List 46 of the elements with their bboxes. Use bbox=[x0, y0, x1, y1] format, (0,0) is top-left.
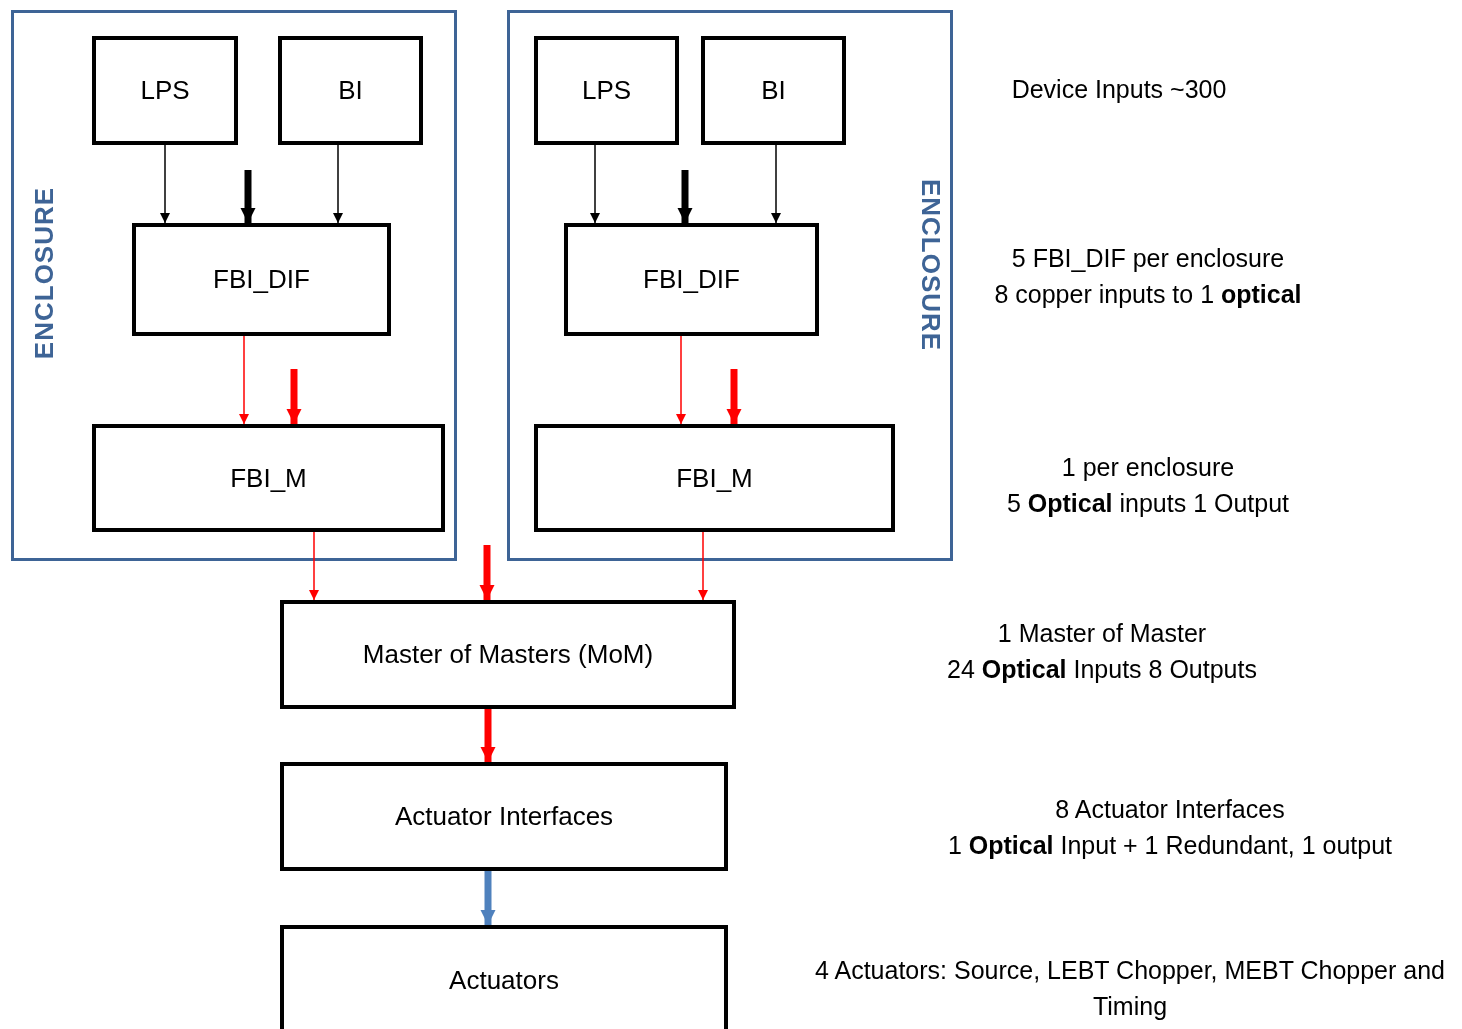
process-box bbox=[564, 223, 819, 336]
arrow bbox=[770, 144, 782, 224]
process-box bbox=[534, 424, 895, 532]
enclosure-frame bbox=[11, 10, 457, 561]
annotation-text: 1 Master of Master bbox=[997, 618, 1207, 648]
arrow bbox=[589, 144, 601, 224]
process-box bbox=[701, 36, 846, 145]
box-label: FBI_DIF bbox=[213, 264, 310, 295]
annotation-text: 5 Optical inputs 1 Output bbox=[1006, 488, 1290, 518]
arrow bbox=[238, 335, 250, 425]
process-box bbox=[278, 36, 423, 145]
process-box bbox=[280, 925, 728, 1029]
enclosure-frame bbox=[507, 10, 953, 561]
box-label: Actuator Interfaces bbox=[394, 801, 614, 832]
annotation-text: 4 Actuators: Source, LEBT Chopper, MEBT Chopper and Timing bbox=[814, 955, 1446, 1022]
arrow bbox=[159, 144, 171, 224]
box-label: Actuators bbox=[449, 964, 559, 996]
annotation-text: 8 copper inputs to 1 optical bbox=[994, 279, 1302, 309]
arrow bbox=[675, 335, 687, 425]
process-box bbox=[534, 36, 679, 145]
annotation-text: 1 Optical Input + 1 Redundant, 1 output bbox=[947, 830, 1393, 860]
box-label: FBI_M bbox=[230, 462, 307, 494]
box-label: FBI_M bbox=[676, 462, 753, 494]
process-box bbox=[132, 223, 391, 336]
annotation-text: 24 Optical Inputs 8 Outputs bbox=[947, 654, 1257, 684]
process-box bbox=[92, 424, 445, 532]
annotation-text: 1 per enclosure bbox=[1061, 452, 1235, 482]
process-box bbox=[92, 36, 238, 145]
box-label: LPS bbox=[140, 75, 190, 106]
annotation-text: 5 FBI_DIF per enclosure bbox=[1011, 243, 1285, 273]
arrow bbox=[697, 531, 709, 601]
annotation-text: 8 Actuator Interfaces bbox=[1055, 794, 1285, 824]
arrow bbox=[308, 531, 320, 601]
box-label: FBI_DIF bbox=[643, 264, 740, 295]
annotation-text: Device Inputs ~300 bbox=[1011, 74, 1227, 104]
box-label: Master of Masters (MoM) bbox=[362, 639, 654, 670]
process-box bbox=[280, 600, 736, 709]
arrow bbox=[332, 144, 344, 224]
arrow bbox=[480, 871, 496, 925]
enclosure-label: ENCLOSURE bbox=[28, 186, 60, 360]
box-label: BI bbox=[761, 75, 786, 106]
arrow bbox=[480, 709, 496, 762]
process-box bbox=[280, 762, 728, 871]
box-label: BI bbox=[338, 75, 363, 106]
enclosure-label: ENCLOSURE bbox=[914, 178, 946, 352]
box-label: LPS bbox=[581, 75, 632, 106]
